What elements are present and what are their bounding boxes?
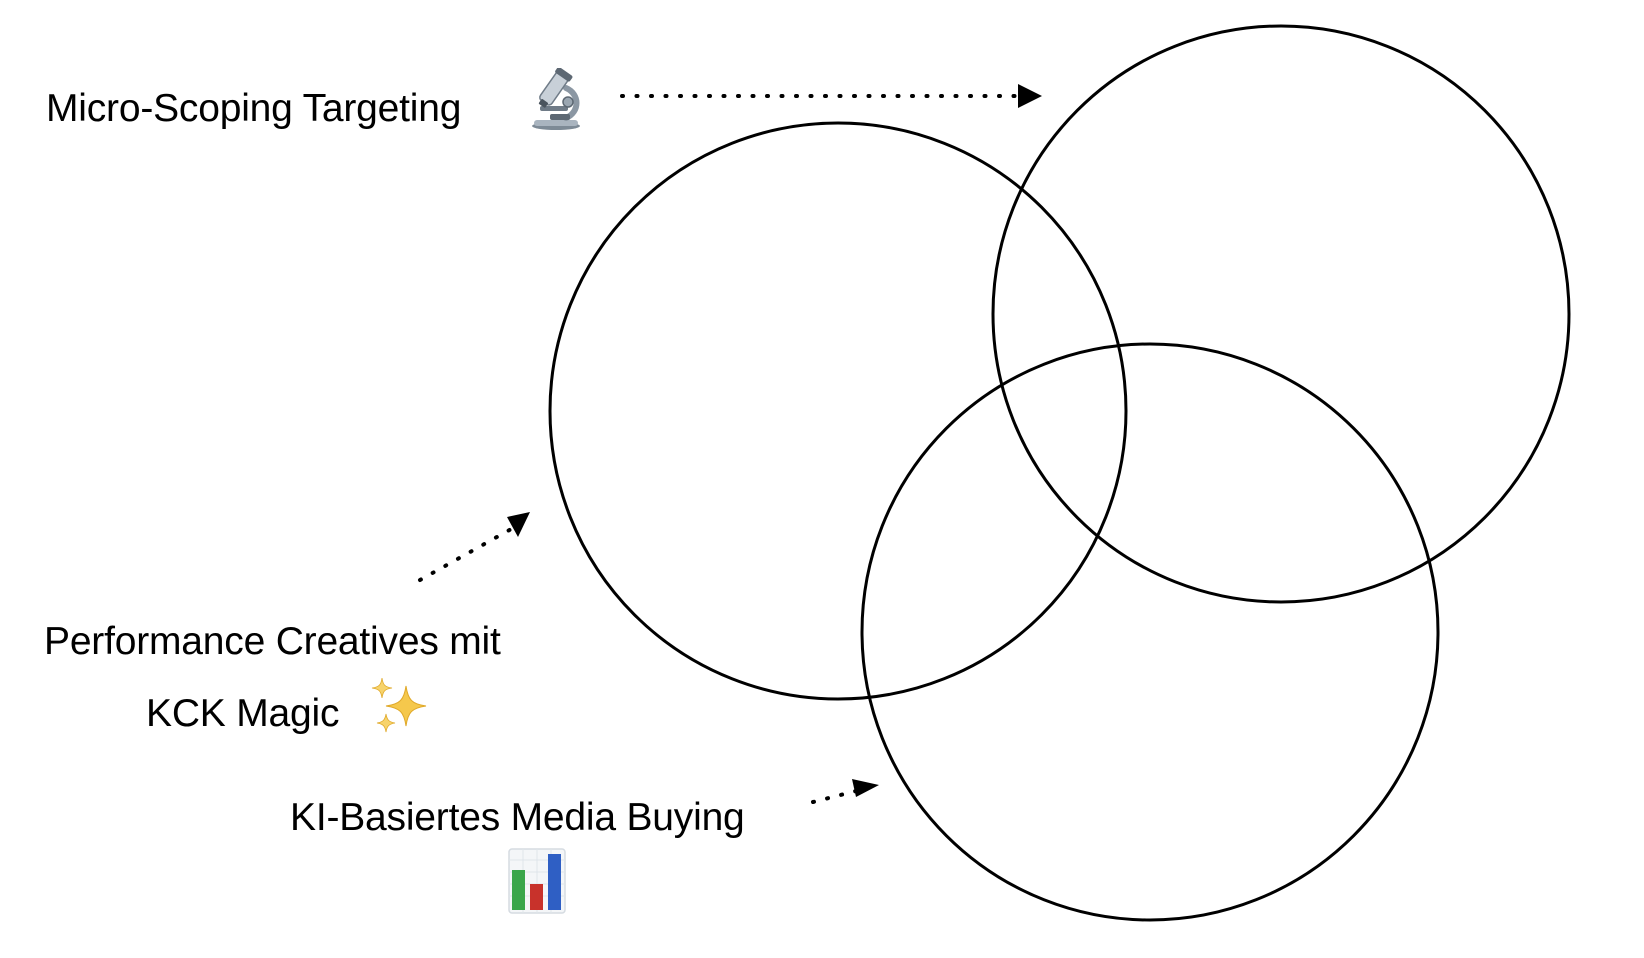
arrow-performance xyxy=(418,526,515,582)
venn-circle-top-right xyxy=(991,24,1571,604)
bar-chart-icon xyxy=(508,848,566,914)
arrow-performance-head xyxy=(507,512,530,537)
arrow-media-buying xyxy=(811,788,862,804)
venn-circle-left xyxy=(548,121,1128,701)
microscope-icon xyxy=(532,68,580,130)
arrow-micro-scoping-head xyxy=(1018,84,1042,108)
label-media-buying: KI-Basiertes Media Buying xyxy=(290,796,745,839)
venn-circle-bottom xyxy=(860,342,1440,922)
sparkles-icon xyxy=(371,677,427,733)
arrow-media-buying-head xyxy=(852,779,879,797)
label-micro-scoping: Micro-Scoping Targeting xyxy=(46,87,462,130)
label-performance-line2: KCK Magic xyxy=(146,692,340,735)
label-performance-line1: Performance Creatives mit xyxy=(44,620,501,663)
